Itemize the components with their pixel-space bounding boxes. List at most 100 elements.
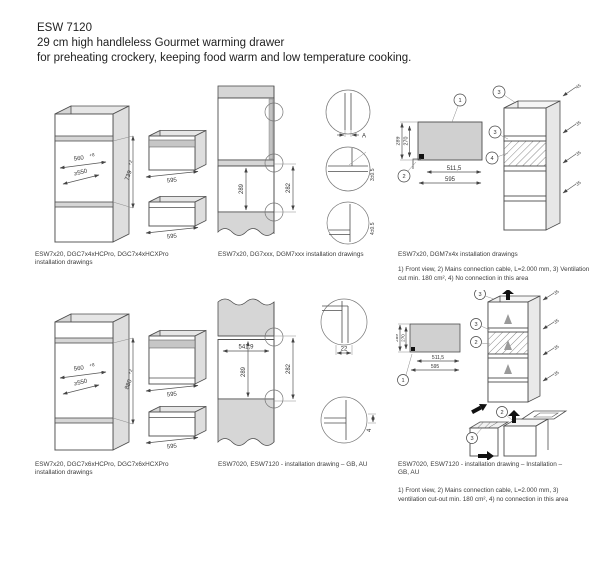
intake-arrow-icon xyxy=(471,403,488,414)
model-subtitle-2: for preheating crockery, keeping food wa… xyxy=(37,52,412,65)
dim-880-label: 880 xyxy=(125,378,134,390)
dim-289-label: 289 xyxy=(396,137,402,146)
dim-282-label: 282 xyxy=(286,182,292,193)
cabinet-cross-section xyxy=(217,85,284,236)
compact-appliance-isometric xyxy=(148,329,207,385)
vent-35-label: 35 xyxy=(575,120,582,127)
cabinet-cross-section xyxy=(217,298,284,446)
caption-fig-d: ESW7x20, DGC7x6xHCPro, DGC7x6xHCXPro ins… xyxy=(35,461,169,477)
caption-fig-e: ESW7020, ESW7120 - installation drawing … xyxy=(218,461,368,468)
detail-22-label: 22 xyxy=(341,347,348,353)
detail-circle-top-22: 22 xyxy=(320,298,368,355)
detail-4-label: 4 xyxy=(367,428,373,432)
svg-text:2: 2 xyxy=(474,340,477,346)
caption-fig-c: ESW7x20, DGM7x4x installation drawings xyxy=(398,251,518,258)
vent-45-label: 45 xyxy=(575,83,582,90)
svg-text:3: 3 xyxy=(497,90,500,96)
figure-section-dg-dgm: 289 282 A xyxy=(216,84,386,248)
detail-circle-shelf-gap: 3±0.5 xyxy=(325,146,376,192)
dim-550-label: ≥550 xyxy=(74,168,89,177)
model-title: ESW 7120 xyxy=(37,22,92,34)
dimension-niche-width: 560 +8 xyxy=(59,152,107,170)
vent-35-label: 35 xyxy=(553,318,560,325)
dim-880-tolerance: +2 xyxy=(127,368,134,375)
svg-text:1: 1 xyxy=(458,98,461,104)
callout-2: 2 xyxy=(470,336,491,348)
dimension-282-front: 282 xyxy=(274,335,296,402)
figure-tall-unit-hc-pro-60: 560 +8 ≥550 880 +2 xyxy=(33,292,211,460)
dim-289-label: 289 xyxy=(396,334,399,342)
vent-arrow-4: 35 xyxy=(562,180,582,194)
callout-3-top: 3 xyxy=(492,85,517,104)
vent-35-label: 35 xyxy=(575,180,582,187)
warming-drawer-isometric xyxy=(148,195,207,227)
vent-arrow-2: 35 xyxy=(542,318,560,330)
vent-35-label: 35 xyxy=(553,290,560,296)
detail-4-label: 4±0.5 xyxy=(370,222,376,235)
callout-3-mid: 3 xyxy=(488,125,509,140)
dim-5115-label: 511,5 xyxy=(447,166,462,172)
dim-560-tolerance: +8 xyxy=(89,362,95,368)
base-unit-installation-isometric: 2 3 xyxy=(466,406,568,461)
detail-a-label: A xyxy=(362,134,366,140)
caption-fig-a: ESW7x20, DGC7x4xHCPro, DGC7x4xHCXPro ins… xyxy=(35,251,169,267)
callout-3-mid: 3 xyxy=(470,318,491,331)
figure-tall-unit-hc-pro: 560 +8 ≥550 739 +2 xyxy=(33,84,211,252)
tall-cabinet-isometric xyxy=(54,313,130,451)
dim-595-drawer-label: 595 xyxy=(167,233,178,240)
dim-289-label: 289 xyxy=(239,183,245,194)
dimension-282-front: 282 xyxy=(274,163,296,213)
dimension-drawer-width: 595 xyxy=(145,226,199,241)
svg-text:2: 2 xyxy=(402,174,405,180)
dim-282-label: 282 xyxy=(286,363,292,374)
dimension-niche-depth: ≥550 xyxy=(62,168,100,185)
figure-front-view-ventilation: 289 270 511,5 595 1 2 xyxy=(396,80,590,248)
vent-arrow-top: 45 xyxy=(562,83,582,97)
callout-1: 1 xyxy=(397,353,413,386)
dimension-niche-height: 739 +2 xyxy=(112,135,135,209)
caption-fig-f: ESW7020, ESW7120 - installation drawing … xyxy=(398,461,563,477)
drawer-front-view: 289 270 511,5 595 1 xyxy=(394,323,461,386)
svg-text:3: 3 xyxy=(470,436,473,442)
vent-arrow-3: 35 xyxy=(562,150,582,164)
dim-739-tolerance: +2 xyxy=(127,159,134,166)
drawer-front-view: 289 270 511,5 595 1 2 xyxy=(396,93,483,185)
detail-circle-base-gap: 4±0.5 xyxy=(326,201,376,245)
dim-595-drawer-label: 595 xyxy=(167,443,178,450)
compact-appliance-isometric xyxy=(148,129,207,171)
page-header: ESW 7120 29 cm high handleless Gourmet w… xyxy=(37,21,411,67)
svg-text:1: 1 xyxy=(401,378,404,384)
vent-35-label: 35 xyxy=(575,150,582,157)
dim-595-label: 595 xyxy=(445,177,456,183)
svg-text:3: 3 xyxy=(478,292,481,298)
dim-739-label: 739 xyxy=(125,169,134,181)
dim-560-label: 560 xyxy=(74,365,85,372)
figure-installation-gb-au: 289 270 511,5 595 1 xyxy=(394,288,590,461)
svg-text:3: 3 xyxy=(474,322,477,328)
dim-595-appliance-label: 595 xyxy=(167,391,178,398)
vent-35-label: 35 xyxy=(553,370,560,377)
dim-595-appliance-label: 595 xyxy=(167,177,178,184)
svg-text:2: 2 xyxy=(500,410,503,416)
callout-3-base: 3 xyxy=(466,427,483,444)
dim-289-label: 289 xyxy=(241,366,247,377)
callout-4: 4 xyxy=(485,151,509,165)
dimension-drawer-width: 595 xyxy=(145,436,199,451)
dim-560-tolerance: +8 xyxy=(89,152,95,158)
vent-arrow-3: 35 xyxy=(542,344,560,356)
detail-circle-bottom-4: 4 xyxy=(320,396,376,444)
callout-2-base: 2 xyxy=(496,406,513,421)
vent-arrow-1: 35 xyxy=(542,289,560,301)
dim-270-label: 270 xyxy=(400,334,405,342)
callout-3-top: 3 xyxy=(474,288,495,300)
dim-560-label: 560 xyxy=(74,155,85,162)
vent-arrow-4: 35 xyxy=(542,370,560,382)
exhaust-arrow-icon xyxy=(502,289,514,300)
tall-unit-airflow-isometric: 3 3 2 35 35 xyxy=(470,288,560,414)
model-subtitle-1: 29 cm high handleless Gourmet warming dr… xyxy=(37,37,285,50)
tall-cabinet-isometric xyxy=(54,105,130,243)
figure-section-gb-au: 541,9 289 282 xyxy=(216,292,386,460)
vent-35-label: 35 xyxy=(553,344,560,351)
dimension-appliance-width: 595 xyxy=(145,384,199,399)
